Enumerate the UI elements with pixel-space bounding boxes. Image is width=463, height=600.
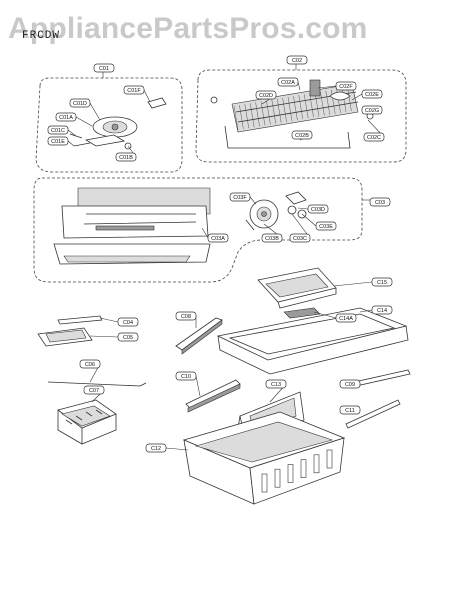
c02-evaporator [210, 79, 374, 149]
c06-c07-parts [47, 381, 147, 445]
callout-c02g: C02G [361, 105, 383, 115]
callout-c15: C15 [371, 277, 393, 287]
callout-c03b-label: C03B [265, 236, 279, 242]
callout-c06-label: C06 [85, 362, 95, 368]
callout-c03d: C03D [307, 204, 329, 214]
c15-ice-bin [257, 267, 337, 309]
callout-c11: C11 [339, 405, 361, 415]
group-c01-outline [35, 77, 183, 173]
callout-c01a: C01A [55, 112, 77, 122]
callout-c14a: C14A [335, 313, 357, 323]
callout-c02c: C02C [363, 132, 385, 142]
callout-c01e-label: C01E [51, 139, 65, 145]
callout-c11-label: C11 [345, 408, 355, 414]
callout-c02-label: C02 [292, 58, 302, 64]
c04-c05-parts [37, 315, 103, 347]
callout-c01a-label: C01A [59, 115, 73, 121]
callout-c02g-label: C02G [365, 108, 379, 114]
callout-c09: C09 [339, 379, 361, 389]
callout-c02b-label: C02B [295, 133, 309, 139]
callout-c01-label: C01 [99, 66, 109, 72]
callout-c07: C07 [83, 385, 105, 395]
callout-c05: C05 [117, 332, 139, 342]
callout-c01d-label: C01D [73, 101, 87, 107]
watermark: AppliancePartsPros.com [8, 12, 368, 45]
callout-c06: C06 [79, 359, 101, 369]
callout-c01b: C01B [115, 152, 137, 162]
callout-c02f-label: C02F [339, 84, 353, 90]
callout-c03b: C03B [261, 233, 283, 243]
callout-c03: C03 [369, 197, 391, 207]
callout-c08: C08 [175, 311, 197, 321]
c09-c10-c11-rails [185, 369, 411, 429]
callout-c10: C10 [175, 371, 197, 381]
callout-c03f-label: C03F [233, 195, 247, 201]
callout-c13-label: C13 [271, 382, 281, 388]
c12-freezer-basket [182, 411, 346, 505]
callout-c03c: C03C [289, 233, 311, 243]
callout-c02e: C02E [361, 89, 383, 99]
callout-c02c-label: C02C [367, 135, 381, 141]
callout-c03a-label: C03A [211, 236, 225, 242]
callout-c12: C12 [145, 443, 167, 453]
callout-c14-label: C14 [377, 308, 387, 314]
callout-c14a-label: C14A [339, 316, 353, 322]
callout-c14: C14 [371, 305, 393, 315]
callout-c03e-label: C03E [319, 224, 333, 230]
callout-c02e-label: C02E [365, 92, 379, 98]
callout-c03a: C03A [207, 233, 229, 243]
callout-c02: C02 [286, 55, 308, 65]
callout-c02d-label: C02D [259, 93, 273, 99]
c03-fan-duct-assembly [53, 187, 307, 265]
callout-c01f: C01F [123, 85, 145, 95]
c14-drawer-frame [216, 307, 409, 375]
callout-c05-label: C05 [123, 335, 133, 341]
callout-c10-label: C10 [181, 374, 191, 380]
callout-c01d: C01D [69, 98, 91, 108]
c08-rail [175, 317, 223, 355]
group-c02-outline [195, 69, 407, 163]
callout-c02a: C02A [277, 77, 299, 87]
callout-c15-label: C15 [377, 280, 387, 286]
callout-c02b: C02B [291, 130, 313, 140]
callout-c03-label: C03 [375, 200, 385, 206]
callout-c01e: C01E [47, 136, 69, 146]
group-c03-outline [33, 177, 363, 283]
callout-c02a-label: C02A [281, 80, 295, 86]
callout-c01b-label: C01B [119, 155, 133, 161]
callout-c03f: C03F [229, 192, 251, 202]
callout-c01c-label: C01C [51, 128, 65, 134]
callout-c01c: C01C [47, 125, 69, 135]
callout-c04-label: C04 [123, 320, 133, 326]
c01-damper-assembly [69, 97, 167, 150]
callout-c04: C04 [117, 317, 139, 327]
callout-c03d-label: C03D [311, 207, 325, 213]
callout-c03c-label: C03C [293, 236, 307, 242]
callout-c08-label: C08 [181, 314, 191, 320]
callout-c02f: C02F [335, 81, 357, 91]
callout-c01: C01 [93, 63, 115, 73]
callout-c02d: C02D [255, 90, 277, 100]
callout-c13: C13 [265, 379, 287, 389]
callout-c12-label: C12 [151, 446, 161, 452]
callout-c03e: C03E [315, 221, 337, 231]
callout-c09-label: C09 [345, 382, 355, 388]
callout-c07-label: C07 [89, 388, 99, 394]
callout-c01f-label: C01F [127, 88, 141, 94]
section-code: FRCDW [22, 30, 61, 42]
